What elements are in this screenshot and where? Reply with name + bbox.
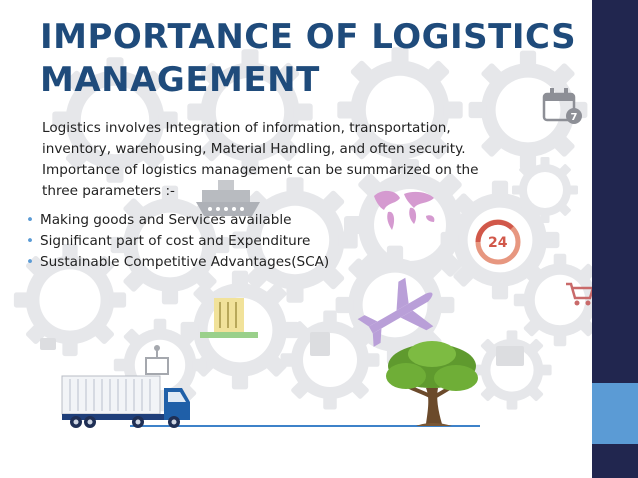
page-title: IMPORTANCE OF LOGISTICS MANAGEMENT: [40, 16, 580, 102]
logistics-gears-illustration: 7 24: [13, 47, 592, 428]
intro-line: Importance of logistics management can b…: [42, 162, 479, 178]
cargo-ship-icon: [196, 180, 260, 216]
title-line-2: MANAGEMENT: [40, 60, 320, 100]
shopping-cart-icon: [566, 282, 592, 306]
bullet-item: • Making goods and Services available: [24, 210, 329, 231]
bullet-icon: •: [26, 254, 35, 270]
24-hours-icon: 24: [475, 219, 521, 265]
intro-paragraph: Logistics involves Integration of inform…: [42, 118, 587, 202]
calendar-icon: 7: [542, 88, 582, 124]
airplane-icon: [357, 277, 434, 347]
bullet-label: Making goods and Services available: [40, 212, 292, 228]
svg-text:7: 7: [571, 112, 578, 123]
bullet-list: • Making goods and Services available • Si…: [24, 210, 329, 273]
side-accent: [592, 383, 638, 444]
bullet-icon: •: [26, 212, 35, 228]
world-map-icon: [374, 190, 435, 230]
warehouse-icon: [200, 298, 258, 338]
intro-line: inventory, warehousing, Material Handlin…: [42, 141, 466, 157]
bullet-icon: •: [26, 233, 35, 249]
intro-line: three parameters :-: [42, 183, 175, 199]
title-line-1: IMPORTANCE OF LOGISTICS: [40, 17, 577, 57]
package-icon: [145, 345, 169, 375]
bullet-item: • Significant part of cost and Expenditur…: [24, 231, 329, 252]
intro-line: Logistics involves Integration of inform…: [42, 120, 451, 136]
svg-text:24: 24: [488, 235, 508, 251]
gear-icon: [40, 332, 524, 366]
bullet-label: Significant part of cost and Expenditure: [40, 233, 311, 249]
tree-icon: [386, 341, 478, 426]
bullet-label: Sustainable Competitive Advantages(SCA): [40, 254, 330, 270]
truck-icon: [61, 375, 190, 428]
bullet-item: • Sustainable Competitive Advantages(SCA): [24, 252, 329, 273]
